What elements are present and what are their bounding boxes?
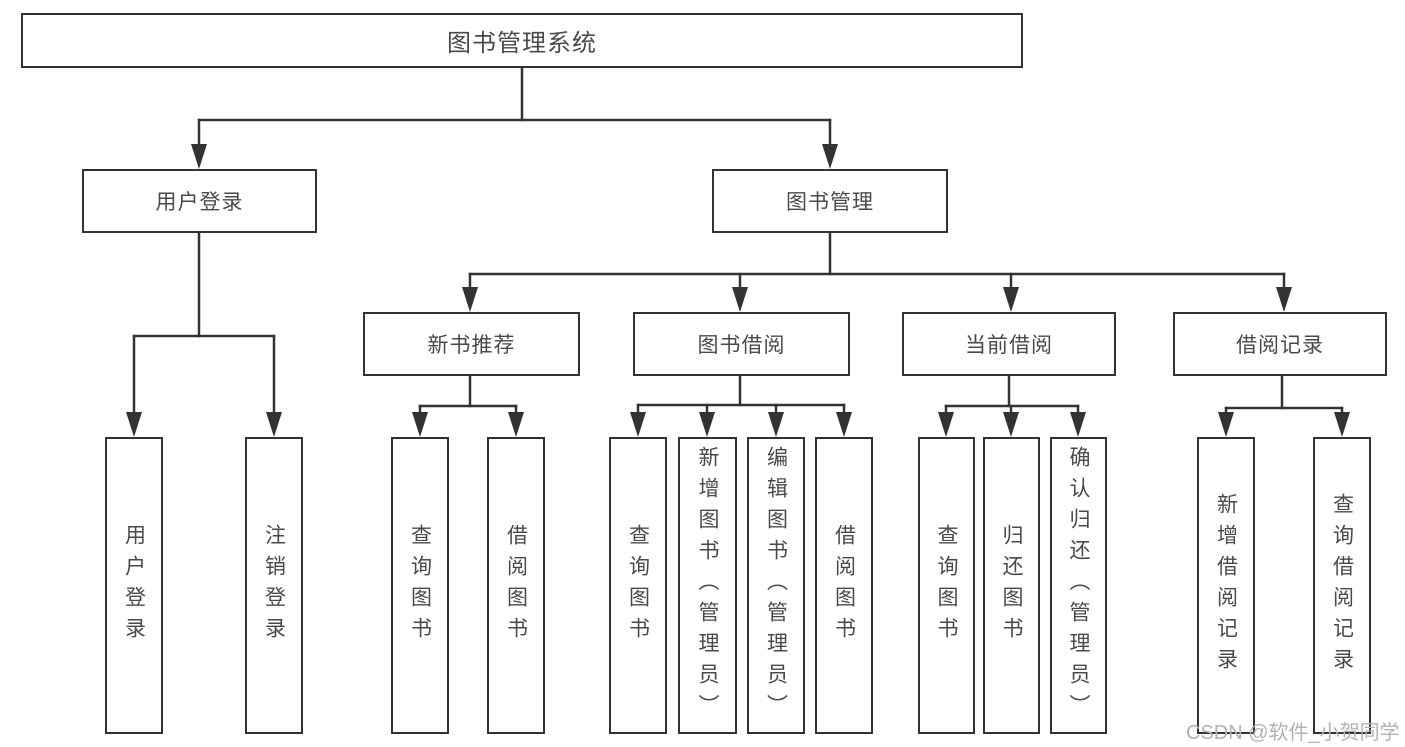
node-label: 新增借阅记录: [1214, 492, 1238, 679]
node-label: 确认归还（管理员）: [1067, 446, 1090, 725]
node-label: 图书管理系统: [447, 30, 597, 57]
node-label: 借阅图书: [832, 523, 856, 648]
node-label: 借阅记录: [1236, 334, 1324, 357]
node-label: 查询图书: [626, 523, 650, 648]
node-leaf-add-book-admin: 新增图书（管理员）: [678, 437, 737, 734]
node-new-book-recommendation: 新书推荐: [363, 312, 580, 376]
node-library-management-system: 图书管理系统: [21, 13, 1023, 68]
node-leaf-query-borrow-record: 查询借阅记录: [1313, 437, 1371, 734]
node-label: 查询借阅记录: [1330, 492, 1354, 679]
node-label: 当前借阅: [965, 334, 1053, 357]
node-leaf-query-books-recommend: 查询图书: [391, 437, 449, 734]
node-label: 注销登录: [262, 523, 286, 648]
node-label: 图书借阅: [697, 334, 786, 357]
node-label: 查询图书: [408, 523, 432, 648]
node-leaf-logout: 注销登录: [245, 437, 303, 734]
node-leaf-query-books-borrowing: 查询图书: [609, 437, 667, 734]
node-leaf-query-books-current: 查询图书: [918, 437, 975, 734]
node-label: 图书管理: [786, 191, 874, 214]
node-book-management: 图书管理: [712, 169, 948, 233]
node-label: 用户登录: [155, 191, 244, 214]
node-current-borrowing: 当前借阅: [902, 312, 1116, 376]
node-leaf-return-books: 归还图书: [983, 437, 1040, 734]
csdn-watermark: CSDN @软件_小贺同学: [1186, 722, 1400, 744]
node-leaf-confirm-return-admin: 确认归还（管理员）: [1050, 437, 1107, 734]
node-label: 用户登录: [122, 523, 146, 648]
node-label: 新增图书（管理员）: [696, 446, 719, 725]
node-label: 归还图书: [1000, 523, 1023, 648]
node-leaf-borrow-books-recommend: 借阅图书: [487, 437, 545, 734]
node-leaf-user-login: 用户登录: [105, 437, 163, 734]
node-label: 查询图书: [935, 523, 958, 648]
node-leaf-edit-book-admin: 编辑图书（管理员）: [747, 437, 805, 734]
node-book-borrowing: 图书借阅: [633, 312, 850, 376]
node-user-login: 用户登录: [82, 169, 317, 233]
node-borrowing-records: 借阅记录: [1173, 312, 1387, 376]
node-label: 新书推荐: [427, 334, 516, 357]
node-label: 编辑图书（管理员）: [764, 446, 788, 725]
node-leaf-borrow-books-borrowing: 借阅图书: [815, 437, 873, 734]
node-leaf-add-borrow-record: 新增借阅记录: [1197, 437, 1255, 734]
node-label: 借阅图书: [504, 523, 528, 648]
